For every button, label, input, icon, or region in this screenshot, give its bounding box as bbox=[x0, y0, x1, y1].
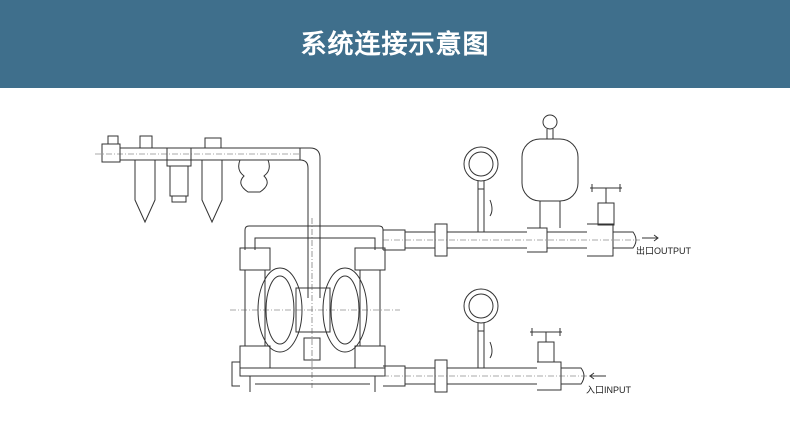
globe-valve-outlet bbox=[590, 184, 622, 226]
outlet-label: 出口OUTPUT bbox=[636, 245, 692, 256]
system-connection-diagram: 出口OUTPUT 入口INPUT bbox=[95, 114, 692, 395]
inlet-pipe: 入口INPUT bbox=[231, 359, 632, 395]
diaphragm-pump bbox=[230, 218, 400, 392]
page-title: 系统连接示意图 bbox=[300, 29, 490, 60]
air-filter-regulator-lubricator bbox=[95, 135, 301, 224]
header-banner: 系统连接示意图 bbox=[0, 0, 790, 88]
inlet-label: 入口INPUT bbox=[586, 385, 632, 395]
globe-valve-inlet bbox=[530, 328, 562, 363]
outlet-pipe: 出口OUTPUT bbox=[383, 223, 692, 257]
pulsation-dampener bbox=[521, 114, 579, 228]
pressure-gauge-inlet bbox=[463, 288, 499, 368]
air-supply-pipe bbox=[290, 147, 321, 298]
pressure-gauge-outlet bbox=[463, 146, 499, 232]
